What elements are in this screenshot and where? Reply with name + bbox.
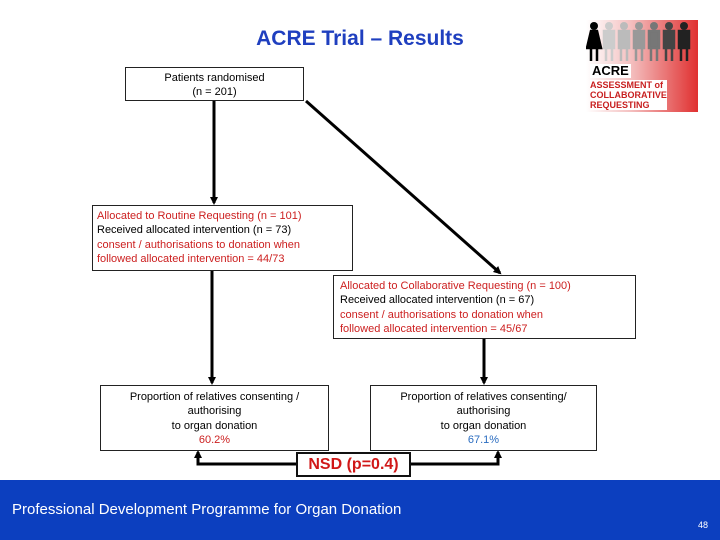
- proportion-label: authorising: [456, 405, 511, 418]
- person-figure-head: [665, 22, 673, 30]
- logo-line: REQUESTING: [590, 100, 650, 110]
- person-figure-body: [662, 29, 676, 61]
- logo-acre: ACRE: [590, 63, 631, 78]
- collaborative-followed: followed allocated intervention = 45/67: [340, 322, 528, 335]
- footer-text: Professional Development Programme for O…: [12, 501, 402, 518]
- routine-allocated: Allocated to Routine Requesting (n = 101…: [97, 210, 302, 222]
- person-figure-head: [650, 22, 658, 30]
- page-number: 48: [697, 520, 708, 530]
- person-figure-body: [647, 29, 661, 61]
- person-figure-body: [617, 29, 631, 61]
- slide-title: ACRE Trial – Results: [256, 27, 464, 50]
- acre-logo: ACRE ASSESSMENT of COLLABORATIVE REQUEST…: [586, 20, 698, 112]
- randomised-label: Patients randomised: [164, 72, 265, 84]
- nsd-left-connector: [194, 450, 296, 466]
- proportion-right-box: Proportion of relatives consenting/ auth…: [370, 385, 597, 451]
- proportion-label: Proportion of relatives consenting/: [400, 391, 567, 403]
- proportion-label: to organ donation: [440, 419, 527, 432]
- person-figure-head: [620, 22, 628, 30]
- routine-received: Received allocated intervention (n = 73): [97, 224, 292, 237]
- person-figure-body: [677, 29, 691, 61]
- collaborative-received: Received allocated intervention (n = 67): [340, 294, 535, 307]
- person-figure-body: [632, 29, 646, 61]
- person-figure-head: [635, 22, 643, 30]
- footer-bar: Professional Development Programme for O…: [0, 480, 720, 540]
- routine-box: Allocated to Routine Requesting (n = 101…: [92, 205, 353, 271]
- arrow-to-collaborative: [305, 99, 502, 275]
- person-figure-head: [605, 22, 613, 30]
- proportion-left-value: 60.2%: [198, 433, 231, 446]
- person-figure-body: [586, 29, 603, 61]
- collaborative-box: Allocated to Collaborative Requesting (n…: [333, 275, 636, 339]
- randomised-count: (n = 201): [192, 86, 237, 99]
- proportion-label: authorising: [187, 405, 242, 418]
- nsd-right-connector: [411, 450, 502, 466]
- proportion-left-box: Proportion of relatives consenting / aut…: [100, 385, 329, 451]
- proportion-label: Proportion of relatives consenting /: [129, 391, 300, 403]
- logo-line: COLLABORATIVE: [590, 90, 667, 100]
- person-figure-body: [602, 29, 616, 61]
- proportion-label: to organ donation: [171, 419, 258, 432]
- routine-followed: followed allocated intervention = 44/73: [97, 252, 285, 265]
- person-figure-head: [590, 22, 598, 30]
- logo-subtitle: ASSESSMENT of COLLABORATIVE REQUESTING: [590, 80, 667, 110]
- collaborative-allocated: Allocated to Collaborative Requesting (n…: [340, 280, 571, 292]
- routine-consent: consent / authorisations to donation whe…: [97, 238, 301, 251]
- person-figure-head: [680, 22, 688, 30]
- collaborative-consent: consent / authorisations to donation whe…: [340, 308, 544, 321]
- nsd-result: NSD (p=0.4): [296, 452, 411, 477]
- people-icon: [586, 22, 691, 61]
- randomised-box: Patients randomised (n = 201): [125, 67, 304, 101]
- logo-line: ASSESSMENT of: [590, 80, 664, 90]
- proportion-right-value: 67.1%: [467, 433, 500, 446]
